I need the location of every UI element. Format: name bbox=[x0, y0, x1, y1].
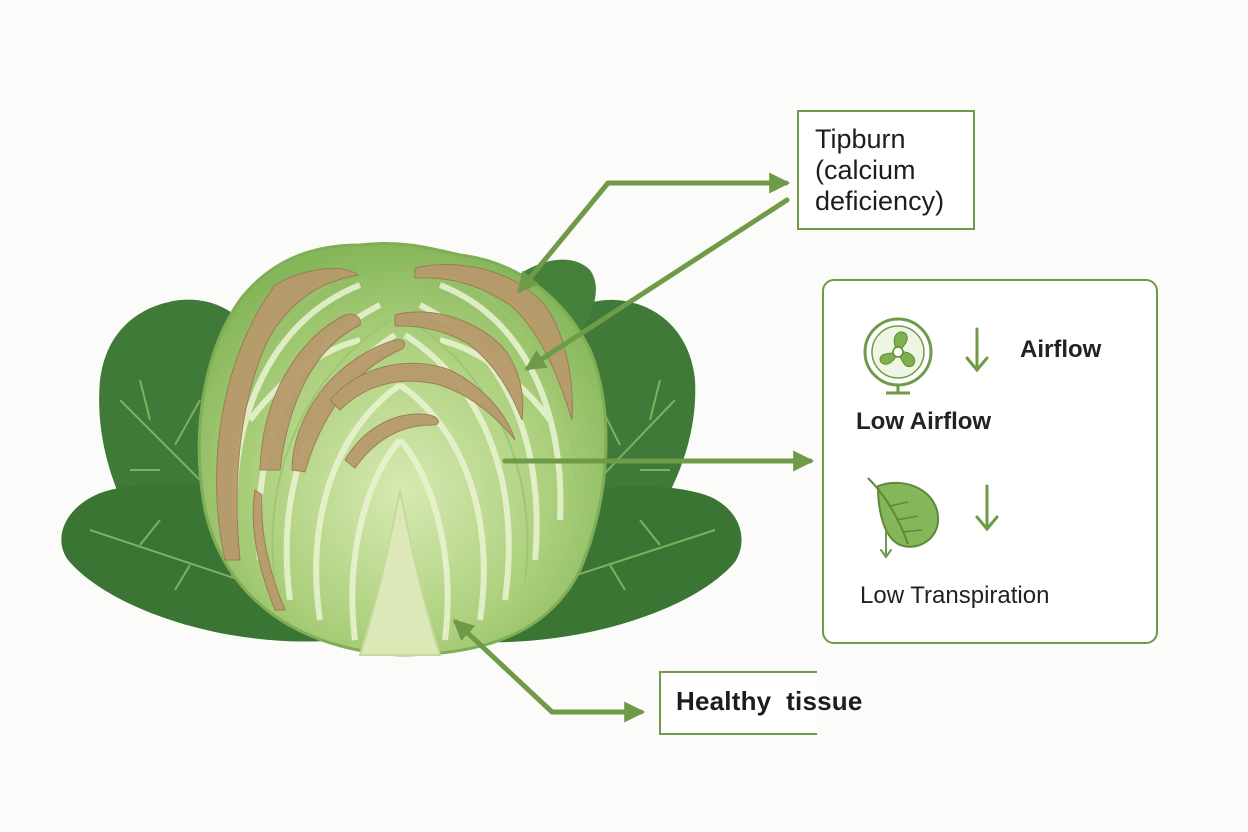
low-airflow-label: Low Airflow bbox=[856, 408, 992, 435]
head-outline bbox=[197, 241, 608, 657]
airflow-indicator-label: Airflow bbox=[1020, 336, 1102, 363]
tipburn-label-line-1: Tipburn bbox=[815, 124, 906, 154]
healthy-arrow bbox=[452, 619, 646, 723]
tipburn-arrow-upper bbox=[517, 172, 791, 294]
healthy-core bbox=[358, 489, 442, 656]
tipburn-label-box: Tipburn (calcium deficiency) bbox=[797, 110, 975, 230]
down-arrow-icon bbox=[965, 327, 989, 373]
down-arrow-icon bbox=[975, 484, 999, 532]
tipburn-label-line-2: (calcium bbox=[815, 155, 916, 185]
lettuce-head bbox=[197, 241, 608, 657]
tipburn-label-line-3: deficiency) bbox=[815, 186, 945, 216]
healthy-tissue-label-box bbox=[659, 671, 817, 735]
fan-icon bbox=[863, 317, 933, 395]
leaf-icon bbox=[867, 477, 940, 559]
connector-arrows bbox=[452, 172, 815, 723]
tipburn-streaks bbox=[216, 264, 573, 611]
tipburn-arrow-lower bbox=[524, 197, 790, 371]
healthy-tissue-label: Healthy tissue bbox=[676, 686, 863, 716]
low-transpiration-label: Low Transpiration bbox=[860, 582, 1050, 609]
